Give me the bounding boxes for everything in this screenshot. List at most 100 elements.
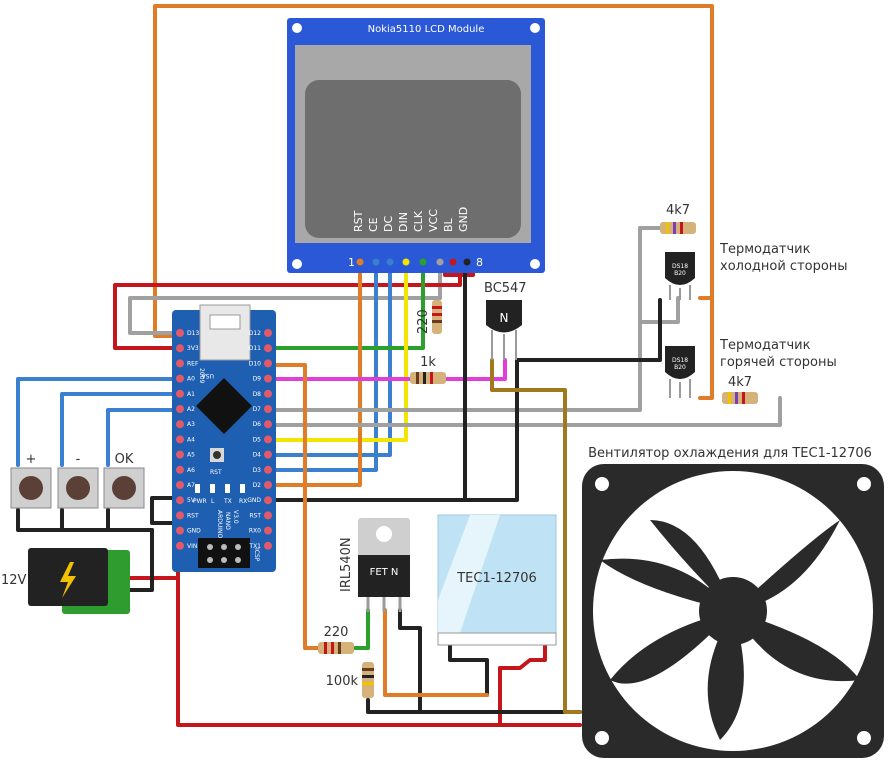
lcd-pin-labels: RST CE DC DIN CLK VCC BL GND <box>352 207 470 232</box>
fan-screw-holes <box>595 477 871 745</box>
usb-connector <box>199 304 251 361</box>
button-plus[interactable] <box>10 467 52 509</box>
arduino-pin-label-left-a1: A1 <box>187 391 195 398</box>
arduino-pin-left-a3 <box>176 420 184 429</box>
button-minus[interactable] <box>57 467 99 509</box>
arduino-pin-label-left-gnd: GND <box>187 528 201 535</box>
sensor-hot-label-2: горячей стороны <box>720 355 837 370</box>
wire-black-peltier <box>448 638 489 697</box>
button-minus-cap <box>66 476 90 500</box>
sensor-hot: DS18 B20 Термодатчик горячей стороны <box>665 338 837 398</box>
button-ok[interactable] <box>103 467 145 509</box>
buttons: + - OK <box>10 452 145 509</box>
lcd-pin-din: DIN <box>397 212 410 232</box>
arduino-pin-right-d11 <box>264 344 272 353</box>
wire-blue-dc <box>266 260 392 457</box>
peltier-label: TEC1-12706 <box>456 571 537 586</box>
icsp-header <box>198 538 250 568</box>
arduino-nano: PWR L TX RX RST USA 2009 V3.0 NANO ARDUI… <box>172 304 276 572</box>
led-l: L <box>211 498 215 505</box>
lcd-pin-vcc: VCC <box>427 209 440 232</box>
sensor-hot-marking-1: DS18 <box>672 357 688 364</box>
resistor-220-bottom: 220 <box>318 625 354 654</box>
arduino-pin-label-left-3v3: 3V3 <box>187 345 199 352</box>
arduino-pin-right-d7 <box>264 405 272 413</box>
arduino-pin-left-a1 <box>176 389 184 398</box>
lcd-hole-tr <box>530 23 540 33</box>
arduino-pin-label-left-a5: A5 <box>187 452 195 459</box>
power-jack: 12V <box>1 548 130 614</box>
wire-gray-sensor-link <box>638 296 680 324</box>
transistor-body <box>486 300 522 333</box>
icsp-pins <box>207 544 241 563</box>
year-label: 2009 <box>198 368 205 383</box>
arduino-pin-label-right-d5: D5 <box>253 436 262 443</box>
cooling-fan: Вентилятор охлаждения для TEC1-12706 <box>582 446 884 758</box>
arduino-pin-label-right-d12: D12 <box>249 330 261 337</box>
lightning-icon <box>60 562 76 598</box>
lcd-hole-tl <box>292 23 302 33</box>
arduino-leds <box>195 484 245 493</box>
wire-orange-gate <box>266 363 322 650</box>
arduino-pin-left-a4 <box>176 435 184 444</box>
wire-black-source <box>366 608 422 714</box>
board-line2: NANO <box>224 512 231 530</box>
arduino-pin-right-d8 <box>264 389 272 398</box>
arduino-pin-right-d9 <box>264 374 272 383</box>
arduino-pin-right-tx1 <box>264 541 272 550</box>
wire-green-clk <box>266 260 425 350</box>
resistor-220-top: 220 <box>416 300 442 334</box>
wire-gray-sensor-data2 <box>266 396 782 427</box>
peltier-tec: TEC1-12706 <box>437 514 557 646</box>
wire-red-peltier <box>498 638 547 670</box>
resistor-4k7-top-label: 4k7 <box>666 203 690 218</box>
arduino-pin-label-right-gnd: GND <box>247 497 261 504</box>
arduino-pin-left-3v3 <box>176 344 184 353</box>
arduino-pin-left-a6 <box>176 465 184 474</box>
arduino-pin-label-left-a7: A7 <box>187 482 195 489</box>
lcd-hole-bl <box>292 259 302 269</box>
lcd-hole-br <box>530 259 540 269</box>
led-rx: RX <box>239 498 247 505</box>
mcu-chip <box>196 378 252 434</box>
wire-yellow-din <box>266 260 408 442</box>
sensors: DS18 B20 Термодатчик холодной стороны DS… <box>665 242 848 398</box>
arduino-pin-left-d13 <box>176 329 184 337</box>
icsp-label: ICSP <box>253 548 260 562</box>
wire-green-gate <box>353 608 370 650</box>
resistors: 220 1k 4k7 4k7 220 100k <box>318 203 758 698</box>
lcd-pin-gnd: GND <box>457 207 470 232</box>
button-ok-label: OK <box>115 452 134 467</box>
sensor-cold: DS18 B20 Термодатчик холодной стороны <box>665 242 848 300</box>
lcd-pin-clk: CLK <box>412 210 425 232</box>
wire-blue-a2 <box>106 408 182 467</box>
usa-label: USA <box>201 372 214 379</box>
arduino-pin-label-left-5v: 5V <box>187 497 196 504</box>
arduino-pin-label-left-rst: RST <box>187 512 199 519</box>
resistor-100k: 100k <box>326 662 374 698</box>
mosfet-hole <box>376 526 392 542</box>
wire-gray-lcd <box>128 296 442 335</box>
arduino-pin-left-a2 <box>176 405 184 413</box>
lcd-screen <box>305 80 521 238</box>
led-pwr: PWR <box>193 498 207 505</box>
fan-label: Вентилятор охлаждения для TEC1-12706 <box>588 446 872 461</box>
arduino-pin-label-right-d3: D3 <box>253 467 262 474</box>
arduino-pin-label-right-d7: D7 <box>253 406 262 413</box>
wire-blue-a0 <box>16 377 182 467</box>
mosfet-label: IRL540N <box>339 537 354 592</box>
button-plus-cap <box>19 476 43 500</box>
peltier-shine <box>438 515 500 633</box>
sensor-hot-marking-2: B20 <box>674 364 686 371</box>
arduino-pin-label-left-a3: A3 <box>187 421 195 428</box>
arduino-pin-right-d6 <box>264 420 272 429</box>
lcd-pin-ce: CE <box>367 217 380 232</box>
resistor-220-bottom-label: 220 <box>324 625 349 640</box>
lcd-title: Nokia5110 LCD Module <box>368 24 485 35</box>
wire-blue-a1 <box>60 392 182 467</box>
arduino-pin-label-right-d8: D8 <box>253 391 262 398</box>
lcd-pin-bl: BL <box>442 217 455 232</box>
